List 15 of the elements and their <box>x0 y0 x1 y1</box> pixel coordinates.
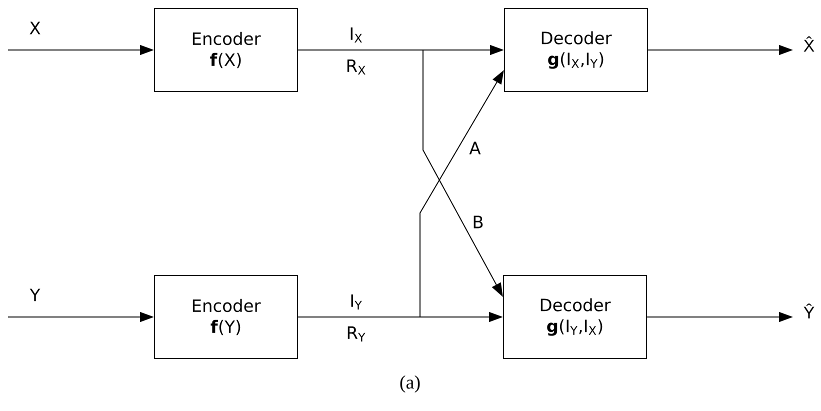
process-box: Decoder g(I$_{X}$,I$_{Y}$) <box>504 8 648 92</box>
signal-label: I$_{Y}$ <box>351 294 362 310</box>
signal-label: I$_{X}$ <box>350 27 362 43</box>
signal-label: R$_{Y}$ <box>348 326 366 342</box>
process-box: Encoder f(Y) <box>154 275 298 359</box>
signal-label: R$_{X}$ <box>347 59 366 75</box>
process-box: Encoder f(X) <box>154 8 298 92</box>
caption: (a) <box>400 375 420 393</box>
edge-label: Y <box>30 288 40 302</box>
edge-label: A <box>469 142 481 154</box>
edge-label: X̂ <box>804 36 814 52</box>
edge-label: B <box>474 216 483 228</box>
edge-label: X <box>30 22 40 34</box>
process-box: Decoder g(I$_{Y}$,I$_{X}$) <box>503 275 647 359</box>
edge-label: Ŷ <box>804 304 814 318</box>
